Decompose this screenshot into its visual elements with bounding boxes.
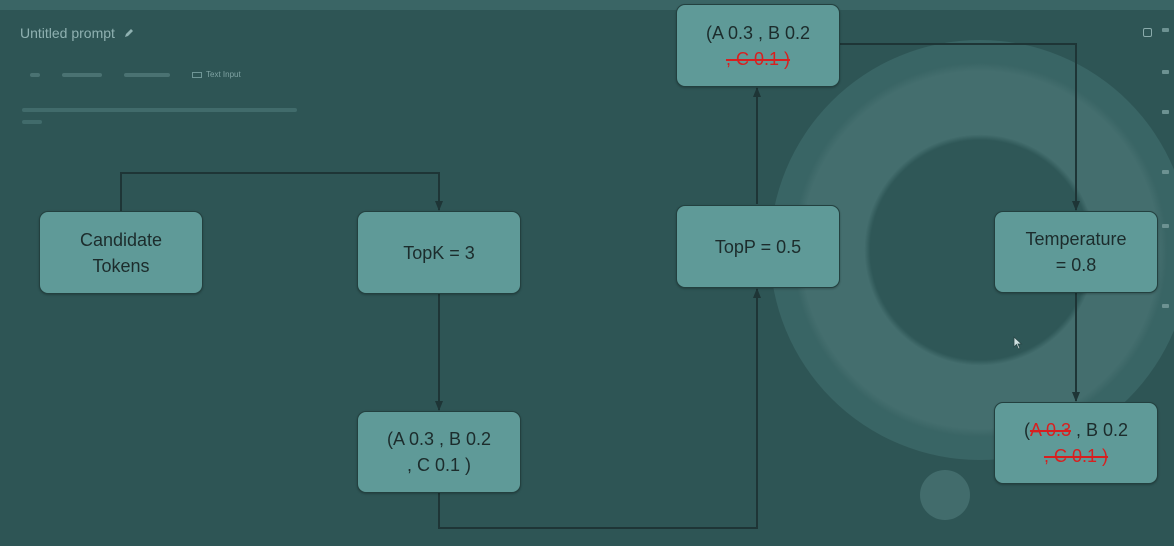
temperature-line1: Temperature	[1025, 229, 1127, 249]
mouse-cursor-icon	[1013, 336, 1023, 350]
toolbar-blur	[30, 72, 40, 77]
topp-result-node[interactable]: (A 0.3 , B 0.2 , C 0.1 )	[676, 4, 840, 87]
grid-icon	[192, 71, 202, 78]
topk-label: TopK = 3	[403, 242, 475, 263]
edge-candidate-to-topk	[120, 172, 443, 212]
temperature-result-line2-struck: , C 0.1 )	[1043, 446, 1109, 466]
candidate-tokens-node[interactable]: Candidate Tokens	[39, 211, 203, 294]
topk-result-node[interactable]: (A 0.3 , B 0.2 , C 0.1 )	[357, 411, 521, 493]
edge-list-to-temperature	[838, 43, 1080, 211]
open-paren: (	[1023, 420, 1030, 440]
topp-result-line2-struck: , C 0.1 )	[725, 48, 791, 69]
prompt-title-area[interactable]: Untitled prompt	[20, 25, 135, 41]
topp-node[interactable]: TopP = 0.5	[676, 205, 840, 288]
pencil-icon[interactable]	[123, 27, 135, 39]
temperature-result-line1: (A 0.3 , B 0.2	[1024, 417, 1128, 443]
candidate-line1: Candidate	[79, 229, 163, 250]
text-input-label: Text Input	[206, 70, 241, 79]
topp-result-line1: (A 0.3 , B 0.2	[705, 22, 811, 43]
toolbar-blur	[62, 72, 102, 77]
lock-icon	[1143, 28, 1152, 37]
prompt-title: Untitled prompt	[20, 25, 115, 41]
token-a-struck: A 0.3	[1029, 420, 1071, 440]
topk-result-line1: (A 0.3 , B 0.2	[386, 429, 492, 449]
topk-result-line2: , C 0.1 )	[406, 455, 472, 475]
prompt-toolbar: Text Input	[30, 70, 241, 79]
blurred-description	[22, 108, 297, 112]
token-b: , B 0.2	[1071, 420, 1129, 440]
topk-node[interactable]: TopK = 3	[357, 211, 521, 294]
background-blob	[920, 470, 970, 520]
temperature-line2: = 0.8	[1055, 255, 1097, 275]
window-top-strip	[0, 0, 1174, 10]
edge-list-to-topp	[438, 288, 761, 529]
temperature-node[interactable]: Temperature = 0.8	[994, 211, 1158, 293]
toolbar-blur	[124, 72, 170, 77]
blurred-description	[22, 120, 42, 124]
text-input-tab[interactable]: Text Input	[192, 70, 241, 79]
topp-label: TopP = 0.5	[714, 236, 802, 257]
candidate-line2: Tokens	[92, 255, 150, 276]
temperature-result-node[interactable]: (A 0.3 , B 0.2 , C 0.1 )	[994, 402, 1158, 484]
